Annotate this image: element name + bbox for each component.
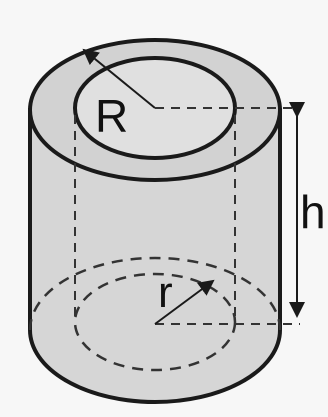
outer-cylinder-body	[28, 108, 282, 404]
height-label: h	[300, 186, 326, 238]
outer-radius-arrow	[82, 48, 156, 109]
inner-radius-arrow	[154, 279, 215, 325]
inner-bottom-ellipse-dashed	[73, 272, 237, 372]
outer-radius-label: R	[95, 90, 128, 142]
outer-bottom-back-dashed	[28, 256, 282, 331]
inner-radius-label: r	[158, 268, 173, 317]
